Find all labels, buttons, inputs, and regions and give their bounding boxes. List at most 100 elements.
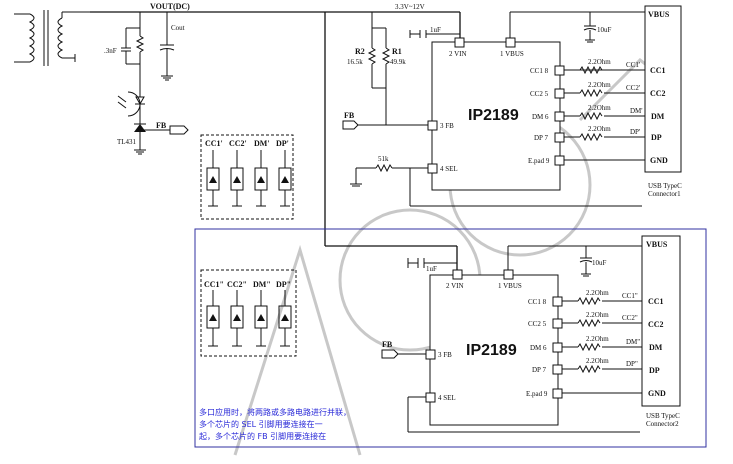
chip2-epad-label: E.pad 9 xyxy=(526,390,548,398)
conn2-cc2: CC2 xyxy=(648,320,664,329)
chip1-r-dm: 2.2Ohm xyxy=(588,104,611,112)
chip2-pin-sel xyxy=(425,392,436,403)
chip2-body xyxy=(429,274,559,426)
chip1-signals xyxy=(564,65,645,161)
chip1-dm-label: DM 6 xyxy=(532,113,549,121)
chip1-sel-label: 4 SEL xyxy=(440,165,458,173)
chip2-cc2-label: CC2 5 xyxy=(528,320,547,328)
chip2-vin-label: 2 VIN xyxy=(446,282,464,290)
conn2-net-cc1: CC1" xyxy=(622,292,638,300)
esd1-dm: DM' xyxy=(254,139,270,148)
r2-value: 16.5k xyxy=(347,58,363,66)
vout-label: VOUT(DC) xyxy=(150,2,190,11)
esd1-diodes xyxy=(206,150,292,207)
chip1-name: IP2189 xyxy=(468,107,519,124)
r1-label: R1 xyxy=(392,47,402,56)
chip1-c10uf-label: 10uF xyxy=(597,26,612,34)
chip2-pin-dp xyxy=(552,364,563,375)
conn2-name: Connector2 xyxy=(646,420,679,428)
optocoupler xyxy=(117,90,145,120)
chip1-pin-vbus xyxy=(505,37,516,48)
chip1-epad-label: E.pad 9 xyxy=(528,157,550,165)
chip1-pin-sel xyxy=(427,163,438,174)
tl431 xyxy=(134,120,170,155)
conn1-type: USB TypeC xyxy=(648,182,682,190)
chip2-pin-cc1 xyxy=(552,296,563,307)
connector1-body xyxy=(644,5,682,173)
tl-label: TL431 xyxy=(117,138,137,146)
chip2-cc1-label: CC1 8 xyxy=(528,298,547,306)
conn2-cc1: CC1 xyxy=(648,297,664,306)
conn1-dm: DM xyxy=(651,112,665,121)
fb-left-label: FB xyxy=(156,121,167,130)
conn1-cc1: CC1 xyxy=(650,66,666,75)
conn1-name: Connector1 xyxy=(648,190,681,198)
fb-label: FB xyxy=(344,111,355,120)
chip1-r-cc2: 2.2Ohm xyxy=(588,81,611,89)
esd1-cc1: CC1' xyxy=(205,139,223,148)
note-line-3: 起，多个芯片的 FB 引脚用要连接在 xyxy=(199,431,326,441)
conn1-gnd: GND xyxy=(650,156,668,165)
r1-value: 49.9k xyxy=(390,58,406,66)
transformer xyxy=(14,10,90,66)
chip1-r-cc1: 2.2Ohm xyxy=(588,58,611,66)
conn1-net-dp: DP' xyxy=(630,128,640,136)
conn2-net-cc2: CC2" xyxy=(622,314,638,322)
chip1-pin-cc1 xyxy=(554,65,565,76)
range-label: 3.3V~12V xyxy=(395,3,425,11)
conn1-net-dm: DM' xyxy=(630,107,643,115)
chip1-fb-label: 3 FB xyxy=(440,122,454,130)
chip2-signals xyxy=(562,296,642,394)
conn1-net-cc1: CC1' xyxy=(626,61,640,69)
esd2-cc1: CC1" xyxy=(204,280,224,289)
chip1-body xyxy=(431,41,561,191)
conn1-vbus: VBUS xyxy=(648,10,670,19)
esd-block-2 xyxy=(200,269,297,357)
chip2-pin-vin xyxy=(452,269,463,280)
chip2-c1uf-label: 1uF xyxy=(426,265,437,273)
chip2-r-dp: 2.2Ohm xyxy=(586,357,609,365)
chip1-pin-dm xyxy=(554,111,565,122)
esd1-dp: DP' xyxy=(276,139,289,148)
cout-label: Cout xyxy=(171,24,185,32)
chip1-c1uf-label: 1uF xyxy=(430,26,441,34)
conn2-vbus: VBUS xyxy=(646,240,668,249)
chip1-pin-epad xyxy=(554,155,565,166)
chip2-c10uf-label: 10uF xyxy=(592,259,607,267)
chip1-pin-vin xyxy=(454,37,465,48)
chip1-r-dp: 2.2Ohm xyxy=(588,125,611,133)
chip1-cc2-label: CC2 5 xyxy=(530,90,549,98)
esd2-dm: DM" xyxy=(253,280,271,289)
chip2-pin-vbus xyxy=(503,269,514,280)
chip2-sel-label: 4 SEL xyxy=(438,394,456,402)
chip1-pin-dp xyxy=(554,132,565,143)
chip2-fb-label: 3 FB xyxy=(438,351,452,359)
chip2-dp-label: DP 7 xyxy=(532,366,546,374)
esd2-dp: DP" xyxy=(276,280,291,289)
conn2-type: USB TypeC xyxy=(646,412,680,420)
r51k-label: 51k xyxy=(378,155,389,163)
chip1-vbus-label: 1 VBUS xyxy=(500,50,524,58)
note-line-1: 多口应用时，将两路或多路电路进行并联， xyxy=(199,407,351,417)
chip1-vin-label: 2 VIN xyxy=(449,50,467,58)
conn2-dp: DP xyxy=(649,366,660,375)
chip1-cc1-label: CC1 8 xyxy=(530,67,549,75)
note-line-2: 多个芯片的 SEL 引脚用要连接在一 xyxy=(199,419,323,429)
esd1-cc2: CC2' xyxy=(229,139,247,148)
chip2-pin-epad xyxy=(552,388,563,399)
esd-block-1 xyxy=(200,134,294,220)
conn1-dp: DP xyxy=(651,133,662,142)
esd2-cc2: CC2" xyxy=(227,280,247,289)
connector2-body xyxy=(641,235,681,407)
chip2-r-cc2: 2.2Ohm xyxy=(586,311,609,319)
multi-port-frame xyxy=(194,228,707,448)
conn1-cc2: CC2 xyxy=(650,89,666,98)
chip2-r-cc1: 2.2Ohm xyxy=(586,289,609,297)
chip2-r-dm: 2.2Ohm xyxy=(586,335,609,343)
conn2-net-dm: DM" xyxy=(626,338,640,346)
chip2-name: IP2189 xyxy=(466,342,517,359)
chip2-pin-cc2 xyxy=(552,318,563,329)
conn1-net-cc2: CC2' xyxy=(626,84,640,92)
conn2-net-dp: DP" xyxy=(626,360,638,368)
